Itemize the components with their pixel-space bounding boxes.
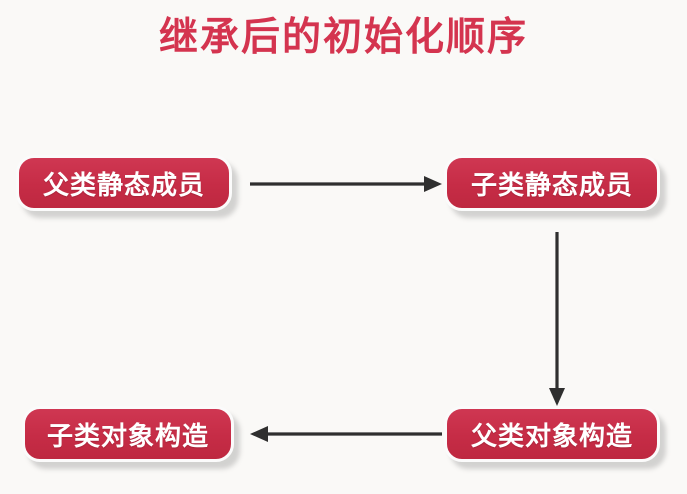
node-parent-static-label: 父类静态成员 [42,169,205,200]
node-child-construct-label: 子类对象构造 [46,420,209,451]
arrow-down-icon [549,232,565,406]
node-child-construct[interactable]: 子类对象构造 [22,406,234,462]
arrow-left-icon [250,426,442,442]
arrow-right-icon [250,176,442,192]
node-parent-construct[interactable]: 父类对象构造 [444,406,660,462]
node-parent-construct-label: 父类对象构造 [470,420,633,451]
node-parent-static[interactable]: 父类静态成员 [16,155,232,211]
page-title: 继承后的初始化顺序 [158,16,528,59]
node-child-static[interactable]: 子类静态成员 [444,155,660,211]
node-child-static-label: 子类静态成员 [470,169,633,200]
